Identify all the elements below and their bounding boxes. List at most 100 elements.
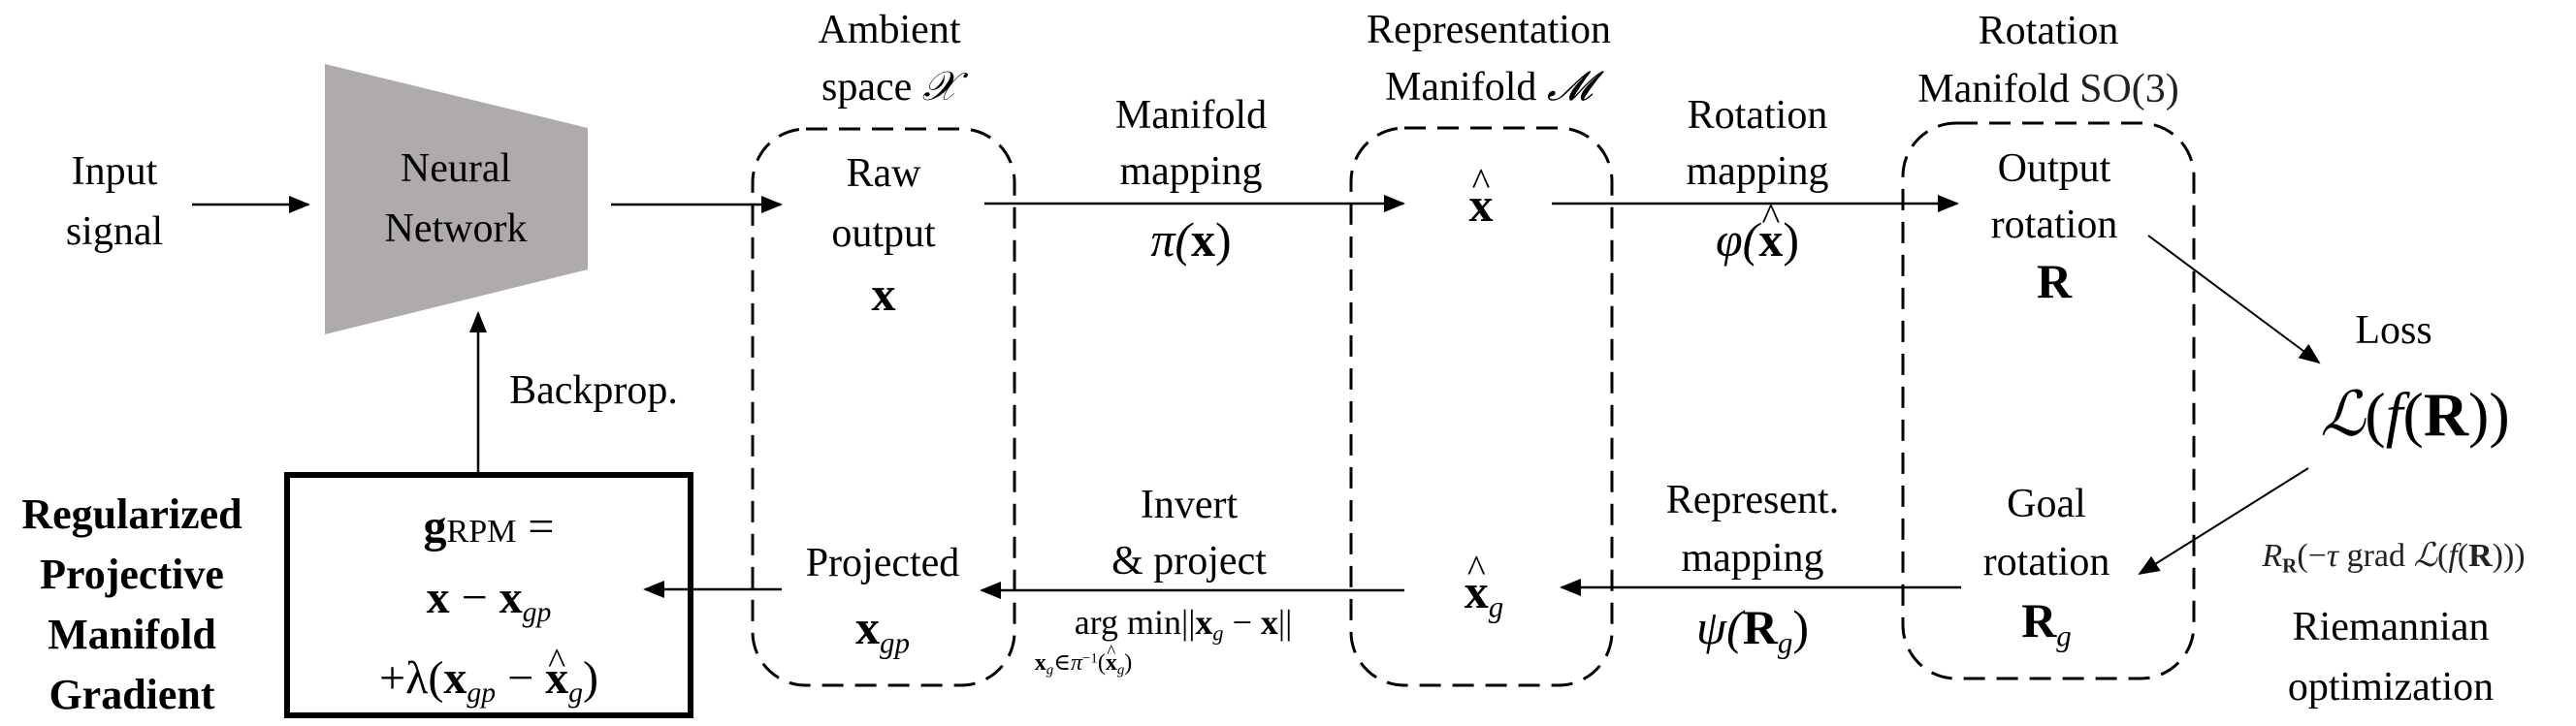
- rpm-minus2: −: [496, 651, 546, 704]
- manifold-mapping-line1: Manifold: [1114, 93, 1268, 138]
- input-signal-label: Input signal: [66, 151, 163, 252]
- represent-mapping-formula: ψ(Rg): [1696, 603, 1809, 657]
- argmin-x2: x: [1260, 603, 1278, 642]
- rpm-xgp: x: [499, 572, 523, 623]
- representation-title-line1: Representation: [1367, 8, 1611, 52]
- psi-close: ): [1792, 600, 1809, 654]
- rpm-minus: −: [449, 572, 499, 623]
- rpm-xgp-sub: gp: [522, 595, 552, 628]
- manifold-mapping-label: Manifold mapping: [1115, 87, 1267, 200]
- network-line1: Neural: [400, 146, 512, 191]
- rpm-formula-line3: +λ(xgp − xg): [379, 646, 598, 726]
- constraint-in-pi: ∈π: [1053, 650, 1082, 676]
- phi-arg: x: [1758, 215, 1783, 264]
- loss-text: Loss: [2355, 308, 2432, 353]
- network-line2: Network: [384, 206, 528, 251]
- rpm-close: ): [583, 651, 599, 704]
- rpm-title-line2: Projective: [40, 551, 224, 598]
- pi-arg: x: [1191, 212, 1216, 267]
- projected-line1: Projected: [805, 541, 960, 585]
- output-rotation-line2: rotation: [1990, 203, 2118, 247]
- representation-title-line2: Manifold 𝓜: [1367, 58, 1611, 115]
- represent-mapping-line2: mapping: [1681, 536, 1824, 581]
- representation-title-word: Manifold: [1385, 65, 1537, 110]
- constraint-x: x: [1034, 650, 1046, 676]
- goal-rotation-label: Goal rotation Rg: [1983, 475, 2110, 665]
- raw-line2: output: [831, 211, 936, 256]
- argmin-minus: −: [1223, 603, 1261, 642]
- rotation-manifold-title: Rotation Manifold SO(3): [1917, 2, 2178, 118]
- argmin-text: arg min||: [1074, 603, 1196, 642]
- xhat-symbol: x: [1469, 180, 1494, 229]
- argmin-x: x: [1195, 603, 1213, 642]
- retraction-grad: grad: [2338, 538, 2414, 574]
- loss-R: R: [2423, 380, 2469, 449]
- rotation-mapping-label: Rotation mapping: [1687, 87, 1829, 200]
- retraction-L: ℒ: [2413, 536, 2437, 575]
- projected-symbol-line: xgp: [806, 595, 960, 675]
- argmin-constraint: xg∈π−1(xg): [1035, 651, 1133, 678]
- rpm-formula-line1: gRPM =: [379, 494, 598, 565]
- rotation-mapping-line1: Rotation: [1687, 93, 1828, 138]
- retraction-formula: RR(−τ grad ℒ(f(R))): [2262, 539, 2525, 576]
- arrow-loss-to-goal: [2138, 467, 2309, 576]
- psi-fn: ψ(: [1696, 600, 1743, 654]
- retraction-R: R: [2262, 538, 2283, 574]
- ambient-space-title: Ambient space 𝒳: [819, 2, 961, 115]
- raw-symbol: x: [871, 267, 896, 321]
- rpm-title-line1: Regularized: [21, 490, 242, 538]
- argmin-close: ||: [1277, 603, 1293, 642]
- xhat-g-x: x: [1465, 567, 1489, 616]
- argmin-formula: arg min||xg − x||: [1075, 605, 1293, 645]
- constraint-close: ): [1124, 650, 1133, 676]
- goal-rotation-line1: Goal: [2007, 482, 2086, 526]
- input-line2: signal: [65, 209, 164, 254]
- goal-rotation-sub: g: [2056, 618, 2072, 653]
- loss-label: Loss: [2355, 310, 2431, 351]
- goal-rotation-symbol: R: [2021, 593, 2057, 647]
- retraction-sub: R: [2282, 553, 2298, 578]
- retraction-open3: (: [2457, 538, 2469, 574]
- psi-arg: R: [1742, 600, 1778, 654]
- rpm-box: [284, 472, 693, 718]
- argmin-x-sub: g: [1212, 620, 1224, 646]
- neural-network-label: Neural Network: [385, 148, 528, 249]
- goal-rotation-symbol-line: Rg: [1983, 591, 2110, 665]
- xhat-g-symbol: xg: [1465, 567, 1504, 621]
- loss-open2: (: [2402, 380, 2424, 449]
- ambient-space-box: [751, 127, 1016, 687]
- loss-formula: ℒ(f(R)): [2320, 384, 2509, 447]
- retraction-tau: τ: [2326, 538, 2339, 574]
- representation-manifold-title: Representation Manifold 𝓜: [1367, 2, 1611, 115]
- output-rotation-symbol: R: [2036, 254, 2073, 308]
- output-rotation-label: Output rotation R: [1991, 141, 2118, 309]
- raw-line1: Raw: [846, 151, 921, 196]
- rpm-title-line4: Gradient: [48, 671, 215, 718]
- ambient-title-line1: Ambient: [818, 8, 961, 52]
- rpm-x: x: [426, 572, 450, 623]
- phi-close: ): [1783, 212, 1799, 267]
- psi-arg-sub: g: [1777, 625, 1793, 660]
- input-line1: Input: [71, 149, 158, 194]
- manifold-mapping-formula: π(x): [1150, 215, 1231, 264]
- backprop-text: Backprop.: [509, 368, 678, 413]
- retraction-close: ))): [2492, 538, 2526, 574]
- output-rotation-line1: Output: [1997, 146, 2111, 191]
- pi-fn: π(: [1150, 212, 1192, 267]
- manifold-mapping-line2: mapping: [1119, 149, 1263, 194]
- arrow-rotation-to-loss: [2147, 235, 2321, 364]
- goal-rotation-line2: rotation: [1982, 540, 2110, 584]
- rpm-sub: RPM: [446, 514, 517, 550]
- representation-title-symbol: 𝓜: [1546, 62, 1593, 110]
- rotation-title-symbol: SO(3): [2079, 67, 2179, 111]
- rpm-title-line3: Manifold: [48, 611, 216, 658]
- constraint-x-sub: g: [1046, 662, 1054, 679]
- representation-manifold-box: [1349, 126, 1614, 687]
- rpm-x2: x: [443, 651, 467, 704]
- backprop-label: Backprop.: [509, 370, 678, 411]
- constraint-sup: −1: [1081, 650, 1098, 667]
- rotation-manifold-box: [1901, 121, 2196, 680]
- riemannian-optimization-label: Riemannian optimization: [2288, 597, 2494, 717]
- rpm-x2-sub: gp: [467, 676, 497, 709]
